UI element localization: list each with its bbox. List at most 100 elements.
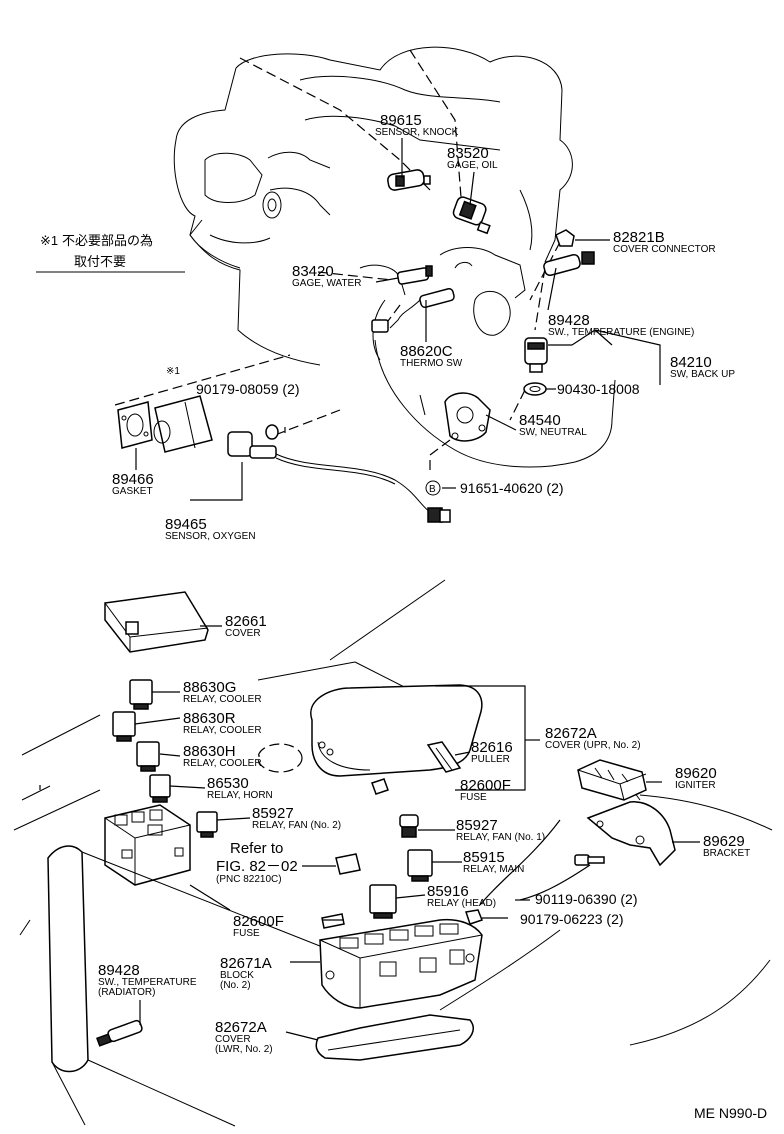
- part-name: FUSE: [460, 792, 487, 803]
- part-name: BRACKET: [703, 848, 750, 859]
- radiator-drawing: [47, 845, 331, 1127]
- part-name: RELAY, FAN (No. 2): [252, 820, 341, 831]
- leader-lines: [39, 138, 700, 1041]
- oxygen-sensor-adapter-drawing: [153, 395, 213, 453]
- part-name: RELAY, FAN (No. 1): [456, 832, 545, 843]
- ref-line-1: Refer to: [230, 840, 283, 857]
- neutral-switch-drawing: [444, 392, 491, 442]
- part-name: COVER: [215, 1034, 251, 1045]
- part-number: 88620C: [400, 343, 453, 360]
- fuse-drawing: [321, 778, 389, 929]
- part-name: RELAY, COOLER: [183, 725, 262, 736]
- cover-lower-drawing: [315, 1014, 474, 1061]
- part-name: GASKET: [112, 486, 153, 497]
- part-number: 90430-18008: [557, 381, 640, 397]
- part-number: 89615: [380, 112, 422, 129]
- part-number: 90179-06223 (2): [520, 911, 624, 927]
- note-japanese: ※1 不必要部品の為 取付不要 ※1: [40, 233, 180, 377]
- label-84540: 84540 SW, NEUTRAL: [519, 412, 587, 438]
- connector-82-02-drawing: [335, 853, 361, 875]
- label-83520: 83520 GAGE, OIL: [447, 145, 498, 171]
- relay-drawings: [112, 679, 433, 919]
- label-91651: B 91651-40620 (2): [425, 480, 564, 496]
- part-name: IGNITER: [675, 780, 716, 791]
- label-89629: 89629 BRACKET: [703, 833, 750, 859]
- bolt-90119-drawing: [574, 854, 605, 866]
- part-number: 89428: [548, 312, 590, 329]
- label-82821B: 82821B COVER CONNECTOR: [613, 229, 716, 255]
- diagram-code: ME N990-D: [694, 1105, 767, 1121]
- block-no2-drawing: [319, 918, 483, 1009]
- label-90179-08059: 90179-08059 (2): [196, 381, 300, 397]
- part-number: 86530: [207, 775, 249, 792]
- part-number: 89428: [98, 962, 140, 979]
- label-82600F-upper: 82600F FUSE: [460, 777, 511, 803]
- part-number: 82616: [471, 739, 513, 756]
- label-82661: 82661 COVER: [225, 613, 267, 639]
- label-90119: 90119-06390 (2): [535, 891, 637, 907]
- gasket-drawing: [117, 401, 153, 449]
- part-number: 84210: [670, 354, 712, 371]
- part-name: THERMO SW: [400, 358, 463, 369]
- label-89428-engine: 89428 SW., TEMPERATURE (ENGINE): [548, 312, 694, 338]
- part-number: 82600F: [460, 777, 511, 794]
- part-number: 85927: [456, 817, 498, 834]
- part-name: COVER (UPR, No. 2): [545, 740, 641, 751]
- label-89465: 89465 SENSOR, OXYGEN: [165, 516, 256, 542]
- label-90179-06223: 90179-06223 (2): [520, 911, 624, 927]
- part-number: 89465: [165, 516, 207, 533]
- part-number: 88630G: [183, 679, 236, 696]
- label-82671A: 82671A BLOCK (No. 2): [220, 955, 272, 991]
- label-refer-to: Refer to FIG. 82－02 (PNC 82210C): [216, 840, 298, 885]
- oxygen-sensor-drawing: [227, 431, 451, 523]
- temperature-switch-radiator-drawing: [96, 1019, 143, 1047]
- label-82672A-upper: 82672A COVER (UPR, No. 2): [545, 725, 641, 751]
- part-number: 82672A: [545, 725, 597, 742]
- part-name: COVER CONNECTOR: [613, 244, 716, 255]
- note-mark: ※1: [40, 233, 58, 248]
- label-88630H: 88630H RELAY, COOLER: [183, 743, 262, 769]
- label-88620C: 88620C THERMO SW: [400, 343, 463, 369]
- part-number: 82661: [225, 613, 267, 630]
- label-89428-radiator: 89428 SW., TEMPERATURE (RADIATOR): [98, 962, 197, 998]
- label-82672A-lower: 82672A COVER (LWR, No. 2): [215, 1019, 273, 1055]
- part-name: SW., TEMPERATURE (ENGINE): [548, 327, 694, 338]
- label-88630G: 88630G RELAY, COOLER: [183, 679, 262, 705]
- ref-line-2: FIG. 82－02: [216, 858, 298, 875]
- part-name: RELAY, HORN: [207, 790, 273, 801]
- igniter-drawing: [577, 759, 647, 801]
- relay-location-circle: [257, 743, 303, 773]
- label-83420: 83420 GAGE, WATER: [292, 263, 361, 289]
- part-number: 88630H: [183, 743, 236, 760]
- part-number: 83520: [447, 145, 489, 162]
- bolt-90179-drawing: [265, 424, 279, 440]
- part-number: 89466: [112, 471, 154, 488]
- part-name: SENSOR, OXYGEN: [165, 531, 256, 542]
- note-tag: ※1: [166, 366, 180, 377]
- part-name: SENSOR, KNOCK: [375, 127, 459, 138]
- note-line-1: 不必要部品の為: [62, 233, 153, 248]
- part-name: FUSE: [233, 928, 260, 939]
- part-number: 83420: [292, 263, 334, 280]
- label-85916: 85916 RELAY (HEAD): [427, 883, 496, 909]
- nut-90179-drawing: [465, 909, 483, 925]
- part-number: 82671A: [220, 955, 272, 972]
- part-name: RELAY, COOLER: [183, 758, 262, 769]
- ref-line-3: (PNC 82210C): [216, 874, 282, 885]
- part-name: RELAY, COOLER: [183, 694, 262, 705]
- bracket-drawing: [586, 801, 676, 867]
- knock-sensor-drawing: [387, 169, 431, 191]
- thermo-switch-drawing: [371, 287, 455, 333]
- label-89620: 89620 IGNITER: [675, 765, 717, 791]
- label-90430: 90430-18008: [557, 381, 640, 397]
- part-number: 82672A: [215, 1019, 267, 1036]
- part-number: 90119-06390 (2): [535, 891, 637, 907]
- cover-connector-drawing: [555, 229, 575, 247]
- label-89615: 89615 SENSOR, KNOCK: [375, 112, 459, 138]
- part-number: 82821B: [613, 229, 665, 246]
- part-number: 85915: [463, 849, 505, 866]
- fuse-area-structure: [13, 579, 773, 1046]
- relay-block-82210c-drawing: [104, 804, 191, 886]
- part-name: BLOCK: [220, 970, 254, 981]
